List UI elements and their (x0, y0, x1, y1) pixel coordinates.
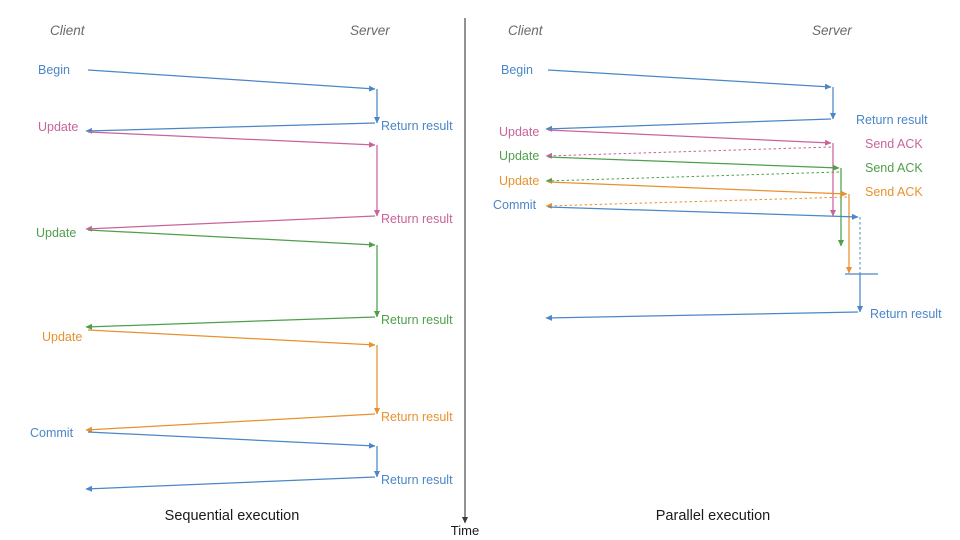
client-label-parallel-2: Update (499, 149, 539, 163)
panel-caption-parallel: Parallel execution (656, 508, 770, 524)
server-label-parallel-2: Send ACK (865, 161, 923, 175)
message-sequential-update2-request (87, 229, 376, 248)
server-label-sequential-3: Return result (381, 410, 453, 424)
server-label-parallel-1: Send ACK (865, 137, 923, 151)
server-label-parallel-3: Send ACK (865, 185, 923, 199)
client-label-sequential-3: Update (42, 330, 82, 344)
server-label-sequential-2: Return result (381, 313, 453, 327)
message-sequential-update3-request (87, 329, 376, 348)
message-parallel-update2-ack (545, 171, 840, 184)
message-sequential-update1-request (87, 131, 376, 148)
server-label-sequential-0: Return result (381, 119, 453, 133)
message-parallel-update1-request (547, 129, 832, 146)
server-label-parallel-0: Return result (856, 113, 928, 127)
message-parallel-update3-ack (545, 196, 848, 209)
server-label-sequential-4: Return result (381, 473, 453, 487)
message-parallel-begin-request (547, 69, 832, 90)
message-parallel-update1-ack (545, 146, 832, 159)
client-label-sequential-0: Begin (38, 63, 70, 77)
client-label-parallel-0: Begin (501, 63, 533, 77)
client-label-sequential-2: Update (36, 226, 76, 240)
lane-header-server-sequential: Server (350, 23, 390, 38)
message-sequential-update1-response (85, 215, 376, 232)
message-sequential-commit-response (85, 476, 376, 492)
message-parallel-commit-request (547, 206, 859, 220)
client-label-parallel-3: Update (499, 174, 539, 188)
message-parallel-update3-request (547, 181, 848, 197)
message-parallel-begin-response (545, 118, 832, 132)
client-label-parallel-4: Commit (493, 198, 537, 212)
message-sequential-begin-response (85, 122, 376, 134)
message-sequential-commit-request (87, 431, 376, 449)
server-label-parallel-4: Return result (870, 307, 942, 321)
lane-header-client-sequential: Client (50, 23, 86, 38)
client-label-sequential-4: Commit (30, 426, 74, 440)
message-sequential-begin-request (87, 69, 376, 92)
client-label-parallel-1: Update (499, 125, 539, 139)
message-parallel-update2-request (547, 156, 840, 171)
panel-caption-sequential: Sequential execution (165, 508, 300, 524)
message-sequential-update2-response (85, 316, 376, 330)
time-axis-label: Time (451, 523, 479, 538)
server-label-sequential-1: Return result (381, 212, 453, 226)
lane-header-client-parallel: Client (508, 23, 544, 38)
lane-header-server-parallel: Server (812, 23, 852, 38)
message-parallel-commit-response (545, 311, 859, 321)
client-label-sequential-1: Update (38, 120, 78, 134)
time-axis: Time (451, 18, 479, 538)
message-sequential-update3-response (85, 413, 376, 433)
